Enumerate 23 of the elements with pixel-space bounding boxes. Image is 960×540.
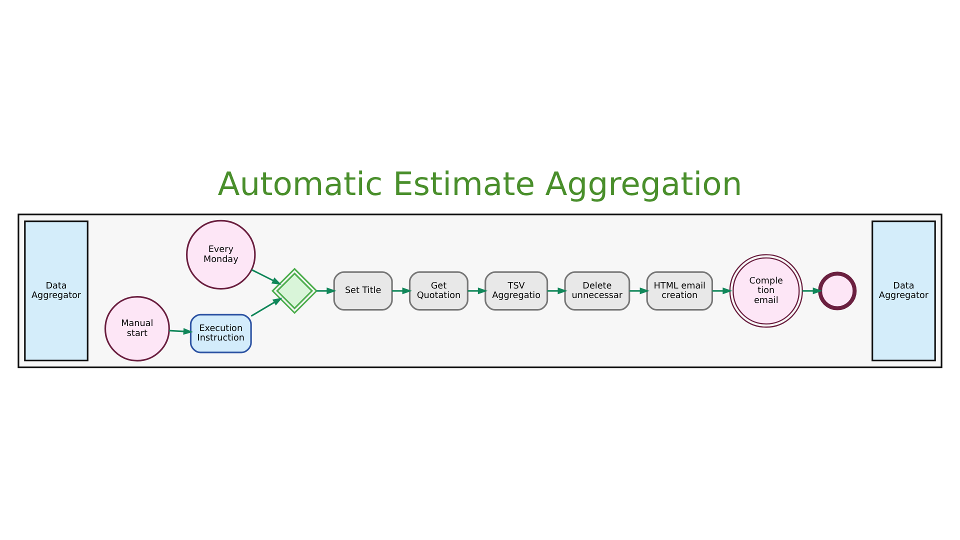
node-box: Data Aggregator bbox=[24, 220, 88, 362]
arrow bbox=[251, 269, 282, 285]
node-circle bbox=[818, 272, 857, 310]
node-circle: Every Monday bbox=[186, 220, 256, 290]
arrow bbox=[250, 298, 282, 317]
diagram-title: Automatic Estimate Aggregation bbox=[218, 165, 742, 204]
node-box: Get Quotation bbox=[408, 271, 468, 311]
arrow bbox=[392, 288, 412, 294]
node-box: Execution Instruction bbox=[190, 314, 252, 354]
arrow bbox=[168, 328, 194, 335]
arrow bbox=[547, 288, 568, 294]
arrow bbox=[712, 288, 732, 294]
node-box: Data Aggregator bbox=[872, 220, 936, 362]
node-box: Delete unnecessar bbox=[564, 271, 630, 311]
arrow bbox=[630, 288, 650, 294]
node-circle: Manual start bbox=[104, 296, 170, 362]
node-box: TSV Aggregatio bbox=[484, 271, 548, 311]
node-box: HTML email creation bbox=[646, 271, 714, 311]
arrow bbox=[802, 288, 822, 294]
node-box: Set Title bbox=[333, 271, 393, 311]
node-circle: Comple tion email bbox=[729, 254, 803, 328]
arrow bbox=[316, 288, 336, 294]
arrow bbox=[468, 288, 488, 294]
